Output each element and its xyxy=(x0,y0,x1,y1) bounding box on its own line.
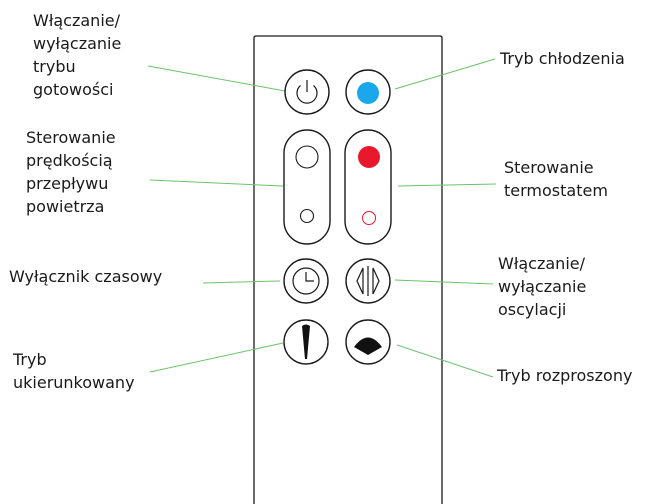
airflow-decrease-icon[interactable] xyxy=(299,208,315,224)
label-line: powietrza xyxy=(26,197,105,216)
oscillation-button[interactable] xyxy=(345,258,391,304)
label-line: wyłączanie xyxy=(33,34,122,53)
leader-line-thermostat xyxy=(397,183,497,187)
label-line: Sterowanie xyxy=(504,158,594,177)
label-thermostat: Sterowanie termostatem xyxy=(504,156,608,202)
label-line: termostatem xyxy=(504,181,608,200)
label-line: Włączanie/ xyxy=(498,254,585,273)
label-timer: Wyłącznik czasowy xyxy=(9,265,162,288)
power-icon xyxy=(296,80,318,104)
remote-body xyxy=(253,35,443,504)
cooling-dot-icon xyxy=(357,82,379,104)
leader-line-cooling xyxy=(394,58,496,90)
label-line: Wyłącznik czasowy xyxy=(9,267,163,286)
label-standby: Włączanie/ wyłączanie trybu gotowości xyxy=(33,9,121,101)
thermostat-decrease-icon[interactable] xyxy=(362,211,376,225)
airflow-increase-icon[interactable] xyxy=(295,145,319,169)
leader-line-airflow xyxy=(149,179,284,187)
leader-lines xyxy=(147,58,497,378)
label-oscillation: Włączanie/ wyłączanie oscylacji xyxy=(498,252,586,321)
airflow-speed-control[interactable] xyxy=(283,129,331,245)
label-line: wyłączanie xyxy=(498,277,587,296)
diffused-flow-icon xyxy=(354,337,382,355)
leader-line-oscillation xyxy=(394,279,494,285)
label-diffused: Tryb rozproszony xyxy=(497,364,632,387)
thermostat-increase-icon[interactable] xyxy=(358,146,380,168)
leader-line-focused xyxy=(149,342,284,373)
label-line: trybu xyxy=(33,57,76,76)
label-line: Tryb xyxy=(13,350,47,369)
leader-line-timer xyxy=(202,280,281,284)
label-line: Włączanie/ xyxy=(33,11,120,30)
label-airflow: Sterowanie prędkością przepływu powietrz… xyxy=(26,126,116,218)
oscillation-arrows-icon xyxy=(356,266,380,296)
leader-line-diffused xyxy=(396,344,494,378)
standby-button[interactable] xyxy=(284,69,330,115)
leader-line-standby xyxy=(147,65,286,92)
cooling-button[interactable] xyxy=(345,69,391,115)
focused-flow-icon xyxy=(302,324,310,359)
label-line: Sterowanie xyxy=(26,128,116,147)
label-line: Tryb rozproszony xyxy=(497,366,633,385)
label-line: ukierunkowany xyxy=(13,373,135,392)
label-focused: Tryb ukierunkowany xyxy=(13,348,135,394)
label-line: przepływu xyxy=(26,174,109,193)
timer-button[interactable] xyxy=(283,258,329,304)
label-line: gotowości xyxy=(33,80,114,99)
diffused-mode-button[interactable] xyxy=(345,319,391,365)
thermostat-control[interactable] xyxy=(344,129,392,245)
label-line: prędkością xyxy=(26,151,113,170)
label-line: Tryb chłodzenia xyxy=(500,49,625,68)
focused-mode-button[interactable] xyxy=(283,319,329,365)
clock-icon xyxy=(292,267,320,295)
label-line: oscylacji xyxy=(498,300,567,319)
label-cooling: Tryb chłodzenia xyxy=(500,47,625,70)
